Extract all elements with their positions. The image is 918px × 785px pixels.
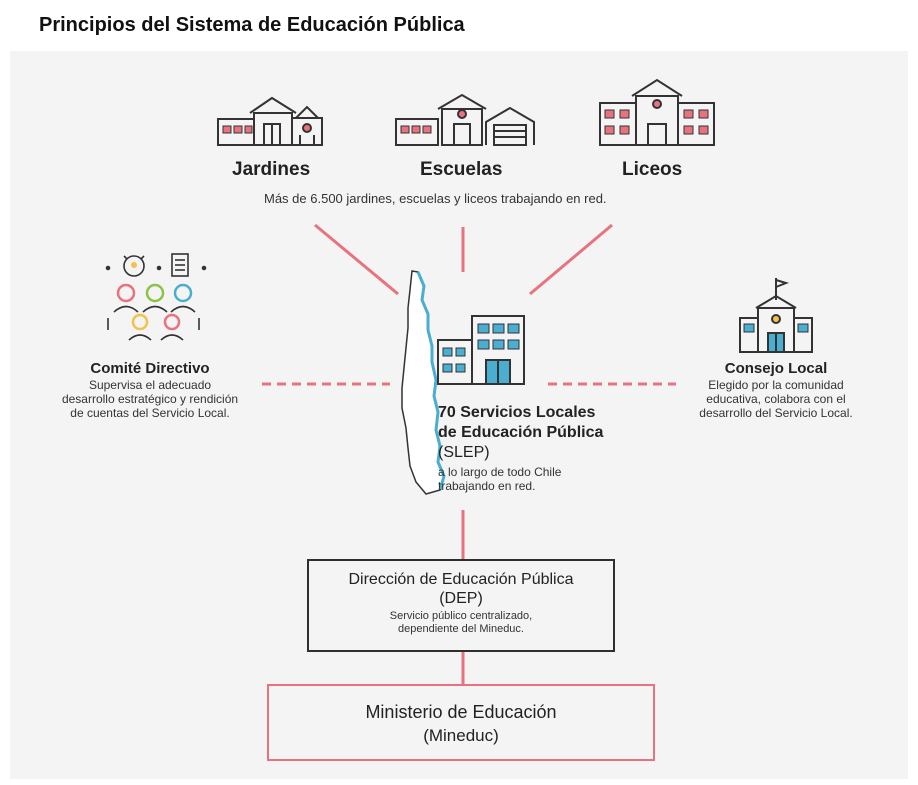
dep-abbr: (DEP): [439, 590, 483, 607]
diagram-panel: [10, 51, 908, 779]
connector-lines: [262, 223, 676, 684]
dep-box: Dirección de Educación Pública (DEP) Ser…: [307, 559, 615, 652]
consejo-desc-line2: educativa, colabora con el: [706, 392, 846, 406]
connector-liceos: [529, 223, 613, 296]
consejo-building-icon: [739, 278, 813, 353]
label-liceos: Liceos: [622, 159, 683, 180]
chile-map-icon: [401, 270, 446, 495]
committee-people-icon: [105, 253, 207, 341]
slep-title-line1: 70 Servicios Locales: [438, 404, 596, 421]
liceo-building-icon: [599, 78, 715, 146]
page-title: Principios del Sistema de Educación Públ…: [39, 14, 465, 36]
ministerio-box: Ministerio de Educación (Mineduc): [267, 684, 655, 761]
comite-desc-line3: de cuentas del Servicio Local.: [70, 406, 230, 420]
slep-title-line2: de Educación Pública: [438, 424, 604, 441]
consejo-desc-line3: desarrollo del Servicio Local.: [699, 406, 853, 420]
dep-sub-line1: Servicio público centralizado,: [389, 610, 533, 622]
ministerio-abbr: (Mineduc): [423, 726, 499, 745]
jardin-building-icon: [217, 96, 323, 146]
consejo-title: Consejo Local: [724, 360, 828, 377]
label-jardines: Jardines: [232, 159, 311, 180]
slep-building-icon: [437, 315, 525, 385]
slep-abbr: (SLEP): [438, 444, 490, 461]
connector-jardines: [314, 223, 399, 296]
escuela-building-icon: [395, 93, 535, 146]
comite-title: Comité Directivo: [90, 360, 210, 377]
label-escuelas: Escuelas: [420, 159, 503, 180]
consejo-desc-line1: Elegido por la comunidad: [708, 378, 844, 392]
dep-sub-line2: dependiente del Mineduc.: [398, 623, 524, 635]
slep-sub-line2: trabajando en red.: [438, 479, 536, 493]
slep-sub-line1: a lo largo de todo Chile: [438, 465, 562, 479]
comite-desc-line2: desarrollo estratégico y rendición: [61, 392, 239, 406]
dep-title: Dirección de Educación Pública: [348, 571, 574, 588]
ministerio-title: Ministerio de Educación: [365, 702, 557, 722]
comite-desc-line1: Supervisa el adecuado: [88, 378, 212, 392]
schools-subtitle: Más de 6.500 jardines, escuelas y liceos…: [264, 191, 607, 206]
